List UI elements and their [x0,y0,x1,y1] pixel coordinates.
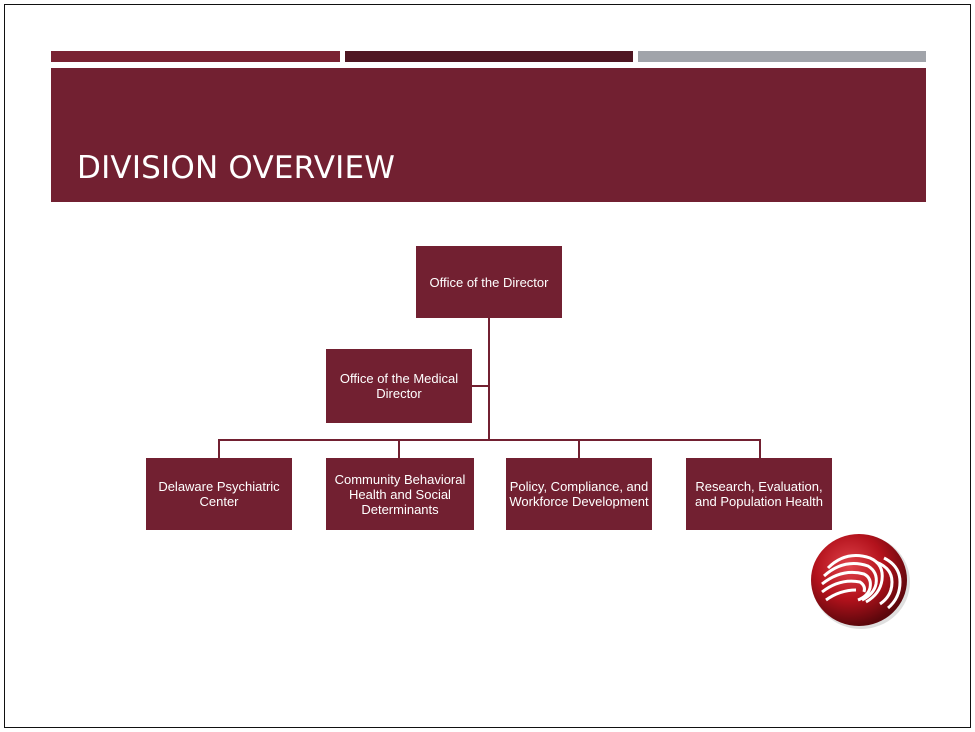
org-box-community-behavioral-health-label: Community Behavioral Health and Social D… [334,471,466,517]
page-title: DIVISION OVERVIEW [77,150,396,186]
accent-stripe-left [51,51,340,62]
connector-medical-branch [472,385,489,387]
org-box-policy-compliance-label: Policy, Compliance, and Workforce Develo… [509,479,649,509]
org-box-medical-director: Office of the Medical Director [326,349,472,423]
connector-drop-4 [759,439,761,458]
org-box-research-evaluation-label: Research, Evaluation, and Population Hea… [695,479,823,509]
org-box-director: Office of the Director [416,246,562,318]
accent-stripe-right [638,51,926,62]
agency-logo-icon [811,534,910,629]
accent-stripe-middle [345,51,633,62]
connector-drop-2 [398,439,400,458]
org-box-psychiatric-center: Delaware Psychiatric Center [146,458,292,530]
title-band: DIVISION OVERVIEW [51,68,926,202]
org-box-policy-compliance: Policy, Compliance, and Workforce Develo… [506,458,652,530]
org-box-psychiatric-center-label: Delaware Psychiatric Center [158,479,280,509]
org-box-community-behavioral-health: Community Behavioral Health and Social D… [326,458,474,530]
org-box-medical-director-label: Office of the Medical Director [339,371,459,401]
connector-director-trunk [488,318,490,440]
org-box-research-evaluation: Research, Evaluation, and Population Hea… [686,458,832,530]
connector-drop-3 [578,439,580,458]
org-box-director-label: Office of the Director [429,274,549,290]
connector-drop-1 [218,439,220,458]
connector-horizontal-bus [218,439,761,441]
